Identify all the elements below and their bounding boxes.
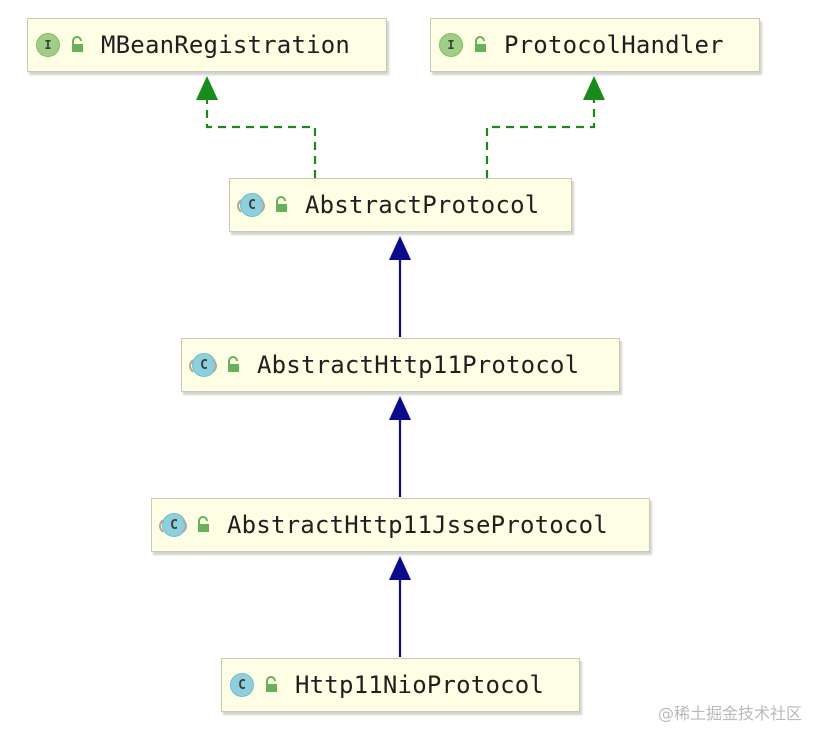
implements-edge-mbean	[205, 98, 317, 178]
extends-arrowhead-jsse	[389, 396, 411, 420]
abstract-class-icon: C	[237, 193, 265, 217]
node-label: AbstractProtocol	[305, 191, 540, 219]
node-mbean-registration[interactable]: I MBeanRegistration	[27, 18, 387, 72]
node-abstract-http11-jsse-protocol[interactable]: C AbstractHttp11JsseProtocol	[151, 498, 650, 552]
implements-arrowhead-mbean	[196, 76, 218, 100]
interface-icon: I	[439, 33, 463, 57]
extends-arrowhead-nio	[389, 556, 411, 580]
abstract-class-icon: C	[189, 353, 217, 377]
implements-arrowhead-protocol-handler	[583, 76, 605, 100]
public-lock-icon	[72, 36, 83, 52]
public-lock-icon	[198, 516, 209, 532]
class-icon: C	[230, 673, 254, 697]
node-label: Http11NioProtocol	[295, 671, 545, 699]
public-lock-icon	[475, 36, 486, 52]
public-lock-icon	[276, 196, 287, 212]
node-abstract-http11-protocol[interactable]: C AbstractHttp11Protocol	[181, 338, 620, 392]
abstract-class-icon: C	[159, 513, 187, 537]
public-lock-icon	[228, 356, 239, 372]
node-label: AbstractHttp11JsseProtocol	[227, 511, 608, 539]
node-protocol-handler[interactable]: I ProtocolHandler	[430, 18, 760, 72]
node-label: MBeanRegistration	[101, 31, 351, 59]
node-http11-nio-protocol[interactable]: C Http11NioProtocol	[221, 658, 580, 712]
public-lock-icon	[266, 676, 277, 692]
node-label: AbstractHttp11Protocol	[257, 351, 580, 379]
implements-edge-protocol-handler	[485, 98, 596, 178]
interface-icon: I	[36, 33, 60, 57]
node-abstract-protocol[interactable]: C AbstractProtocol	[229, 178, 572, 232]
extends-arrowhead-http11	[389, 236, 411, 260]
node-label: ProtocolHandler	[504, 31, 724, 59]
watermark: @稀土掘金技术社区	[657, 704, 802, 723]
